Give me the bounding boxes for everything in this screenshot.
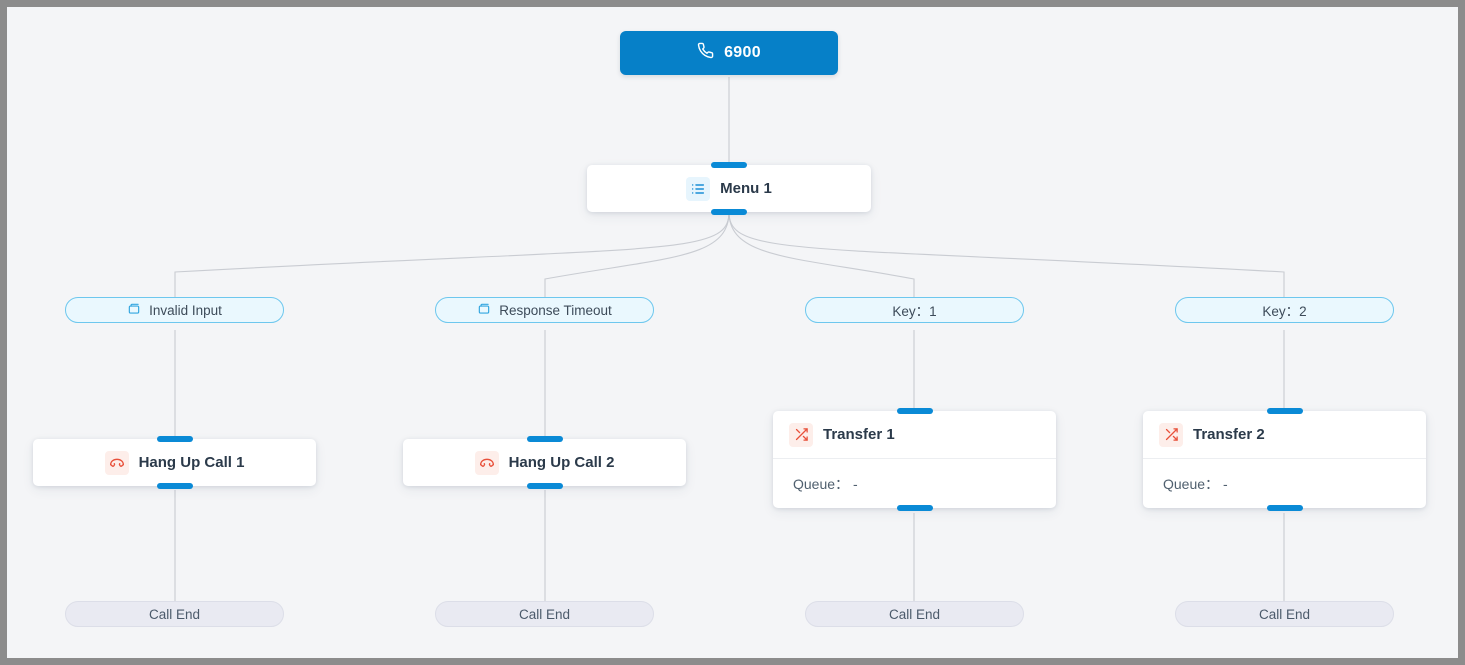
branch-pill-label: Key：1 [892,304,937,319]
menu-node-title: Menu 1 [720,180,772,197]
hangup-call-2-title: Hang Up Call 2 [508,454,615,471]
loop-icon [477,302,491,319]
menu-node-handle-top[interactable] [711,162,747,168]
call-end-label: Call End [1258,606,1311,622]
edges-layer [174,77,1285,607]
transfer-1-queue-label: Queue： [793,475,850,492]
hangup-call-1-title: Hang Up Call 1 [138,454,245,471]
hangup-call-2-handle-top[interactable] [526,436,563,442]
call-end-label: Call End [148,606,201,622]
call-end-pill-1[interactable]: Call End [65,601,284,627]
call-end-pill-4[interactable]: Call End [1175,601,1394,627]
edge-menu-to-branch-3 [728,211,915,303]
transfer-2-node[interactable]: Transfer 2 Queue： - [1143,408,1426,511]
branch-pill-label: Invalid Input [149,302,222,318]
menu-node-header: Menu 1 [587,165,871,212]
entry-number-label: 6900 [724,44,761,61]
transfer-2-title: Transfer 2 [1193,426,1265,443]
hangup-call-1-handle-top[interactable] [156,436,193,442]
call-end-pill-3[interactable]: Call End [805,601,1024,627]
transfer-2-queue-value: - [1223,475,1228,492]
branch-pill-response-timeout[interactable]: Response Timeout [435,297,654,323]
transfer-1-body: Queue： - [773,459,1056,508]
transfer-2-handle-top[interactable] [1266,408,1303,414]
hangup-call-1-node[interactable]: Hang Up Call 1 [33,436,316,489]
transfer-2-body: Queue： - [1143,459,1426,508]
transfer-2-handle-bottom[interactable] [1266,505,1303,511]
phone-hangup-icon [474,450,499,475]
transfer-1-handle-bottom[interactable] [896,505,933,511]
transfer-2-header: Transfer 2 [1143,411,1426,458]
branch-pill-label: Key：2 [1262,304,1307,319]
branch-pill-key-2[interactable]: Key：2 [1175,297,1394,323]
list-icon [686,176,711,201]
edge-menu-to-branch-2 [544,211,730,303]
transfer-2-divider [1143,458,1426,459]
call-end-label: Call End [888,606,941,622]
entry-number-node[interactable]: 6900 [620,31,838,75]
hangup-call-2-header: Hang Up Call 2 [403,439,686,486]
transfer-1-handle-top[interactable] [896,408,933,414]
hangup-call-1-handle-bottom[interactable] [156,483,193,489]
menu-node[interactable]: Menu 1 [587,162,871,215]
edge-menu-to-branch-4 [728,211,1285,303]
branch-pill-invalid-input[interactable]: Invalid Input [65,297,284,323]
hangup-call-2-handle-bottom[interactable] [526,483,563,489]
loop-icon [127,302,141,319]
hangup-call-1-header: Hang Up Call 1 [33,439,316,486]
call-end-pill-2[interactable]: Call End [435,601,654,627]
transfer-1-queue-value: - [853,475,858,492]
menu-node-handle-bottom[interactable] [711,209,747,215]
transfer-1-title: Transfer 1 [823,426,895,443]
transfer-1-header: Transfer 1 [773,411,1056,458]
transfer-2-queue-label: Queue： [1163,475,1220,492]
shuffle-icon [789,422,813,447]
call-flow-canvas[interactable]: 6900 Menu 1 [7,7,1458,658]
transfer-1-divider [773,458,1056,459]
branch-pill-label: Response Timeout [499,302,612,318]
hangup-call-2-node[interactable]: Hang Up Call 2 [403,436,686,489]
branch-pill-key-1[interactable]: Key：1 [805,297,1024,323]
shuffle-icon [1159,422,1183,447]
call-end-label: Call End [518,606,571,622]
phone-icon [697,42,714,64]
edge-menu-to-branch-1 [174,211,730,303]
transfer-1-node[interactable]: Transfer 1 Queue： - [773,408,1056,511]
phone-hangup-icon [104,450,129,475]
